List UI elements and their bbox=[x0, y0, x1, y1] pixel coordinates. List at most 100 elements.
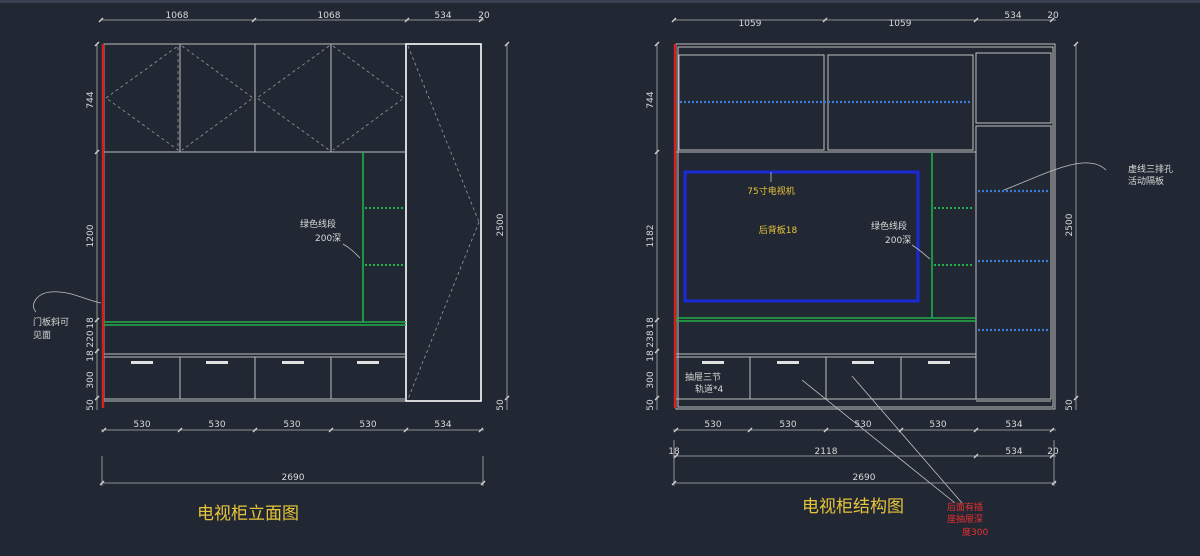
bottom-dim-4: 530 bbox=[929, 420, 946, 430]
top-dim-3: 534 bbox=[434, 11, 451, 21]
dim-tick bbox=[94, 41, 100, 47]
dim-tick bbox=[99, 480, 105, 486]
bottom-dim-3: 530 bbox=[283, 420, 300, 430]
red-note-line3: 度300 bbox=[962, 526, 988, 538]
dim-tick bbox=[654, 41, 660, 47]
dim-tick bbox=[478, 427, 484, 433]
dim-tick bbox=[671, 17, 677, 23]
right-dim-1: 2500 bbox=[496, 213, 506, 236]
top-dim-2: 1068 bbox=[318, 11, 341, 21]
tall-side-door bbox=[405, 43, 482, 402]
red-note-leader bbox=[801, 379, 956, 504]
dim-tick bbox=[1049, 453, 1055, 459]
cabinet-inner-outline bbox=[677, 46, 1054, 408]
green-note-leader bbox=[911, 244, 931, 260]
dim-tick bbox=[504, 395, 510, 401]
dim-tick bbox=[1073, 395, 1079, 401]
left-dim-2: 1182 bbox=[646, 225, 656, 248]
dim-tick bbox=[654, 348, 660, 354]
green-note-leader bbox=[342, 243, 361, 259]
top-door-swing bbox=[181, 45, 254, 151]
right-tall-compartment bbox=[975, 125, 1052, 400]
dim-tick bbox=[480, 480, 486, 486]
bottom-dim-2: 530 bbox=[208, 420, 225, 430]
window-top-border bbox=[0, 0, 1200, 3]
drawer-handle bbox=[357, 361, 379, 364]
green-note-line2: 200深 bbox=[885, 235, 911, 246]
dim-tick bbox=[328, 427, 334, 433]
dim-tick bbox=[654, 149, 660, 155]
bottom-dim-4: 530 bbox=[359, 420, 376, 430]
left-dim-5: 18 bbox=[646, 350, 656, 362]
left-dim-2: 1200 bbox=[86, 224, 96, 247]
red-note-line2: 座抽屉深 bbox=[947, 513, 983, 525]
left-dim-5: 18 bbox=[86, 350, 96, 362]
top-dim-1: 1059 bbox=[739, 19, 762, 29]
structure-drawing: 1059 1059 534 20 744 1182 18 238 18 300 … bbox=[646, 11, 1173, 538]
right-dim-1: 2500 bbox=[1065, 213, 1075, 236]
top-dim-4: 20 bbox=[478, 11, 490, 21]
drawer-note-line2: 轨道*4 bbox=[695, 383, 724, 395]
dim-tick bbox=[823, 427, 829, 433]
dim-tick bbox=[822, 17, 828, 23]
dim-tick bbox=[973, 17, 979, 23]
door-swing-line bbox=[407, 45, 480, 223]
dim-tick bbox=[478, 17, 484, 23]
structure-title: 电视柜结构图 bbox=[802, 497, 904, 517]
red-note-leader bbox=[851, 375, 963, 504]
top-dim-1: 1068 bbox=[166, 11, 189, 21]
dim-tick bbox=[251, 17, 257, 23]
left-dim-1: 744 bbox=[86, 91, 96, 108]
dim-tick bbox=[973, 427, 979, 433]
left-dim-4: 220 bbox=[86, 330, 96, 347]
green-note-line1: 绿色线段 bbox=[300, 218, 336, 230]
dim-tick bbox=[94, 348, 100, 354]
left-dim-4: 238 bbox=[646, 330, 656, 347]
bottom-dim-1: 530 bbox=[704, 420, 721, 430]
left-dim-6: 300 bbox=[86, 371, 96, 388]
bottom-dim2-2: 2118 bbox=[815, 447, 838, 457]
drawer-handle bbox=[928, 361, 950, 364]
top-door-swing bbox=[105, 45, 179, 151]
elevation-drawing: 1068 1068 534 20 744 1200 18 220 18 300 … bbox=[33, 11, 510, 524]
dim-tick bbox=[94, 149, 100, 155]
door-note-leader bbox=[33, 291, 102, 313]
total-dim: 2690 bbox=[853, 473, 876, 483]
green-note-line2: 200深 bbox=[315, 233, 341, 244]
dim-tick bbox=[101, 427, 107, 433]
drawer-handle bbox=[206, 361, 228, 364]
door-note-line1: 门板斜可 bbox=[33, 316, 69, 328]
left-dim-7: 50 bbox=[646, 399, 656, 411]
red-note-line1: 后面有插 bbox=[947, 501, 983, 513]
bottom-dim-5: 534 bbox=[1005, 420, 1022, 430]
dim-tick bbox=[252, 427, 258, 433]
drawer-handle bbox=[282, 361, 304, 364]
dim-tick bbox=[94, 395, 100, 401]
tv-note: 75寸电视机 bbox=[747, 185, 794, 197]
dim-tick bbox=[747, 427, 753, 433]
dim-tick bbox=[1049, 17, 1055, 23]
bottom-dim-3: 530 bbox=[854, 420, 871, 430]
dim-tick bbox=[404, 17, 410, 23]
left-dim-6: 300 bbox=[646, 371, 656, 388]
top-dim-2: 1059 bbox=[889, 19, 912, 29]
dim-tick bbox=[1051, 480, 1057, 486]
drawer-handle bbox=[702, 361, 724, 364]
dim-tick bbox=[654, 317, 660, 323]
door-note-line2: 见面 bbox=[33, 330, 51, 341]
total-dim: 2690 bbox=[282, 473, 305, 483]
holes-note-leader bbox=[1003, 162, 1107, 191]
dim-tick bbox=[504, 41, 510, 47]
top-dim-3: 534 bbox=[1004, 11, 1021, 21]
dim-tick bbox=[1049, 427, 1055, 433]
right-dim-2: 50 bbox=[1065, 399, 1075, 411]
right-dim-2: 50 bbox=[496, 399, 506, 411]
left-dim-1: 744 bbox=[646, 91, 656, 108]
bottom-dim-2: 530 bbox=[779, 420, 796, 430]
dim-tick bbox=[403, 427, 409, 433]
top-door-swing bbox=[332, 45, 405, 151]
tv-frame bbox=[683, 170, 920, 303]
bottom-dim-5: 534 bbox=[434, 420, 451, 430]
right-top-compartment bbox=[975, 52, 1052, 124]
